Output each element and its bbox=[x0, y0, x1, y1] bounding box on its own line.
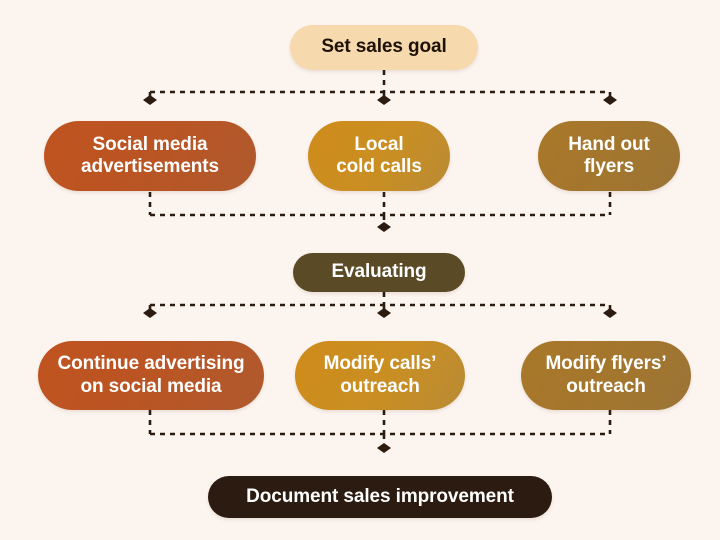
node-continue-advertising-label: Continue advertising on social media bbox=[57, 353, 245, 397]
node-modify-flyers-outreach-label: Modify flyers’ outreach bbox=[545, 353, 667, 397]
node-set-sales-goal-label: Set sales goal bbox=[321, 36, 447, 58]
node-evaluating[interactable]: Evaluating bbox=[293, 253, 465, 292]
node-local-cold-calls-label: Local cold calls bbox=[336, 133, 422, 177]
node-modify-calls-outreach[interactable]: Modify calls’ outreach bbox=[295, 341, 465, 410]
node-hand-out-flyers-label: Hand out flyers bbox=[568, 133, 650, 177]
node-set-sales-goal[interactable]: Set sales goal bbox=[290, 25, 478, 70]
node-social-media-advertisements-label: Social media advertisements bbox=[80, 133, 219, 177]
node-document-sales-improvement[interactable]: Document sales improvement bbox=[208, 476, 552, 518]
node-modify-calls-outreach-label: Modify calls’ outreach bbox=[323, 353, 437, 397]
node-continue-advertising[interactable]: Continue advertising on social media bbox=[38, 341, 264, 410]
node-document-sales-improvement-label: Document sales improvement bbox=[246, 485, 514, 507]
node-evaluating-label: Evaluating bbox=[331, 261, 427, 283]
node-local-cold-calls[interactable]: Local cold calls bbox=[308, 121, 450, 191]
node-social-media-advertisements[interactable]: Social media advertisements bbox=[44, 121, 256, 191]
node-hand-out-flyers[interactable]: Hand out flyers bbox=[538, 121, 680, 191]
node-modify-flyers-outreach[interactable]: Modify flyers’ outreach bbox=[521, 341, 691, 410]
